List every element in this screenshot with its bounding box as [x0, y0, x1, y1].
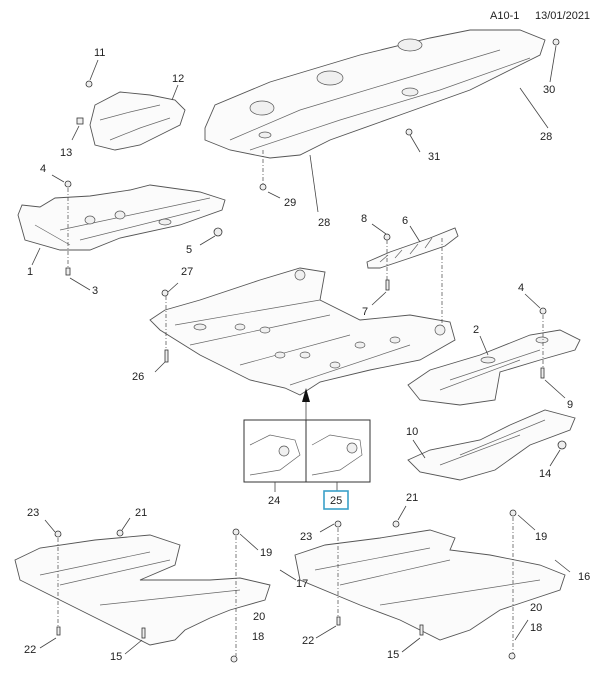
callout-12[interactable]: 12 [172, 73, 184, 85]
detail-view-frame [243, 419, 371, 483]
lower-right-underbody-assembly[interactable] [294, 529, 566, 641]
callout-28-b[interactable]: 28 [318, 217, 330, 229]
callout-5[interactable]: 5 [186, 244, 192, 256]
part-6-bracket[interactable] [366, 227, 459, 269]
callout-21-b[interactable]: 21 [406, 492, 418, 504]
callout-20-b[interactable]: 20 [530, 602, 542, 614]
diagram-date: 13/01/2021 [535, 10, 591, 22]
callout-25[interactable]: 25 [330, 495, 342, 507]
callout-18-b[interactable]: 18 [530, 622, 542, 634]
lower-left-underbody-assembly[interactable] [14, 534, 271, 646]
callout-14[interactable]: 14 [539, 468, 551, 480]
callout-2[interactable]: 2 [473, 324, 479, 336]
callout-28-a[interactable]: 28 [540, 131, 552, 143]
callout-19-b[interactable]: 19 [535, 531, 547, 543]
callout-11[interactable]: 11 [94, 47, 105, 59]
callout-22-a[interactable]: 22 [24, 644, 36, 656]
callout-3[interactable]: 3 [92, 285, 98, 297]
callout-10[interactable]: 10 [406, 426, 418, 438]
callout-15-b[interactable]: 15 [387, 649, 399, 661]
callout-18-a[interactable]: 18 [252, 631, 264, 643]
callout-24[interactable]: 24 [268, 495, 280, 507]
leader-lines [31, 45, 571, 655]
callout-7[interactable]: 7 [362, 306, 368, 318]
callout-23-b[interactable]: 23 [300, 531, 312, 543]
callout-26[interactable]: 26 [132, 371, 144, 383]
callout-4-b[interactable]: 4 [518, 282, 524, 294]
callout-21-a[interactable]: 21 [135, 507, 147, 519]
callout-31[interactable]: 31 [428, 151, 440, 163]
part-2-side-shield[interactable] [407, 329, 581, 406]
callout-23-a[interactable]: 23 [27, 507, 39, 519]
callout-13[interactable]: 13 [60, 147, 72, 159]
part-10-side-shield[interactable] [407, 409, 576, 481]
view-arrow [302, 388, 310, 420]
callout-9[interactable]: 9 [567, 399, 573, 411]
callout-4-a[interactable]: 4 [40, 163, 46, 175]
part-1-left-shield[interactable] [17, 184, 226, 251]
part-28-underbody-panel[interactable] [204, 29, 546, 159]
callout-6[interactable]: 6 [402, 215, 408, 227]
callout-30[interactable]: 30 [543, 84, 555, 96]
callout-20-a[interactable]: 20 [253, 611, 265, 623]
callout-19-a[interactable]: 19 [260, 547, 272, 559]
part-12-heat-shield[interactable] [89, 91, 186, 151]
callout-27[interactable]: 27 [181, 266, 193, 278]
selected-part-highlight[interactable] [323, 490, 349, 510]
diagram-page-code: A10-1 [490, 10, 520, 22]
callout-15-a[interactable]: 15 [110, 651, 122, 663]
callout-8[interactable]: 8 [361, 213, 367, 225]
callout-17[interactable]: 17 [296, 578, 308, 590]
callout-29[interactable]: 29 [284, 197, 296, 209]
alignment-lines [57, 150, 544, 656]
callout-22-b[interactable]: 22 [302, 635, 314, 647]
callout-16[interactable]: 16 [578, 571, 590, 583]
center-underbody-panel[interactable] [149, 267, 456, 396]
callout-1[interactable]: 1 [27, 266, 33, 278]
fasteners [54, 38, 567, 663]
callout-labels: 11 12 13 4 1 3 5 27 26 29 28 31 28 30 8 … [24, 47, 590, 663]
